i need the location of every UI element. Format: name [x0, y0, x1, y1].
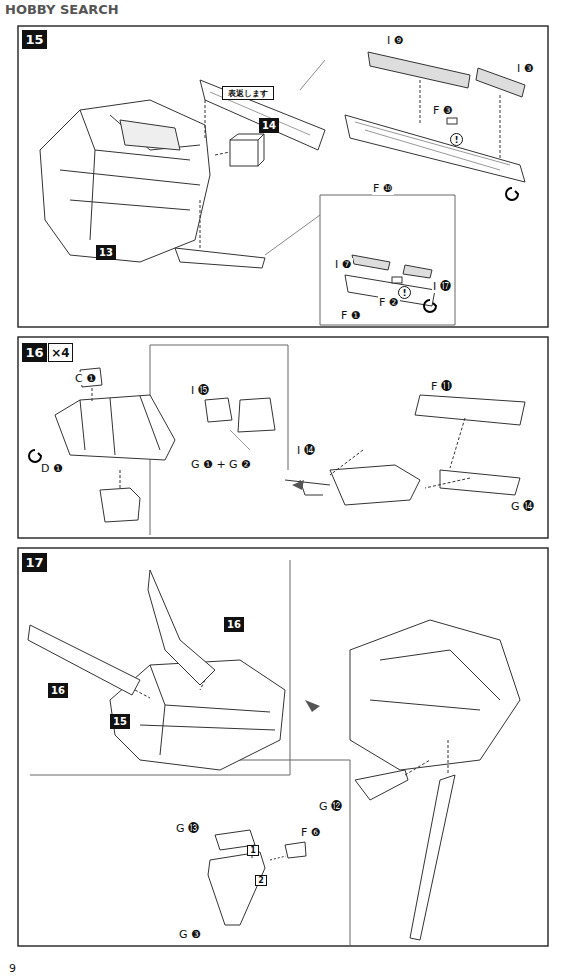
step-number: 16	[22, 343, 47, 362]
note-box: 2	[255, 875, 267, 886]
part-label: F ❷	[378, 296, 400, 309]
part-label: I ⓮	[296, 444, 316, 457]
node-text: 1	[250, 846, 256, 855]
step-number: 16	[224, 617, 244, 632]
node-text: 16	[25, 345, 43, 360]
note-box: ×4	[48, 343, 73, 362]
caution-mark: !	[450, 133, 463, 146]
step-number: 14	[259, 118, 279, 133]
node-text: 表返します	[228, 88, 268, 99]
node-text: 16	[227, 619, 241, 630]
note-box: 表返します	[222, 86, 274, 100]
step-number: 15	[110, 714, 130, 729]
node-text: 14	[262, 120, 276, 131]
part-label: F ❻	[300, 826, 322, 839]
part-label: G ❸	[178, 928, 202, 941]
node-text: 16	[51, 685, 65, 696]
node-text: 17	[25, 555, 43, 570]
part-label: I ❸	[516, 62, 535, 75]
node-text: 2	[258, 876, 264, 885]
step-number: 13	[96, 245, 116, 260]
part-label: F ⓫	[430, 380, 453, 393]
part-label: F ❶	[340, 309, 362, 322]
node-text: ×4	[51, 346, 69, 360]
step-number: 16	[48, 683, 68, 698]
part-label: G ❶ + G ❷	[190, 458, 252, 471]
note-box: 1	[247, 845, 259, 856]
node-text: 13	[99, 247, 113, 258]
watermark: HOBBY SEARCH	[4, 3, 120, 16]
part-label: G ⓮	[510, 500, 535, 513]
part-label: I ❾	[386, 34, 405, 47]
node-text: !	[402, 288, 406, 298]
step-number: 15	[22, 30, 47, 49]
page-number: 9	[8, 962, 17, 975]
part-label: G ⓭	[175, 822, 200, 835]
caution-mark: !	[398, 286, 411, 299]
part-label: C ❶	[74, 372, 97, 385]
part-label: I ⓱	[432, 280, 452, 293]
part-label: F ❸	[432, 104, 454, 117]
node-text: !	[454, 135, 458, 145]
node-text: 15	[25, 32, 43, 47]
part-label: D ❶	[40, 462, 64, 475]
part-label: G ⓬	[318, 800, 343, 813]
step-number: 17	[22, 553, 47, 572]
part-label: F ❿	[372, 182, 394, 195]
part-label: I ❼	[334, 258, 353, 271]
part-label: I ⓯	[190, 384, 210, 397]
node-text: 15	[113, 716, 127, 727]
